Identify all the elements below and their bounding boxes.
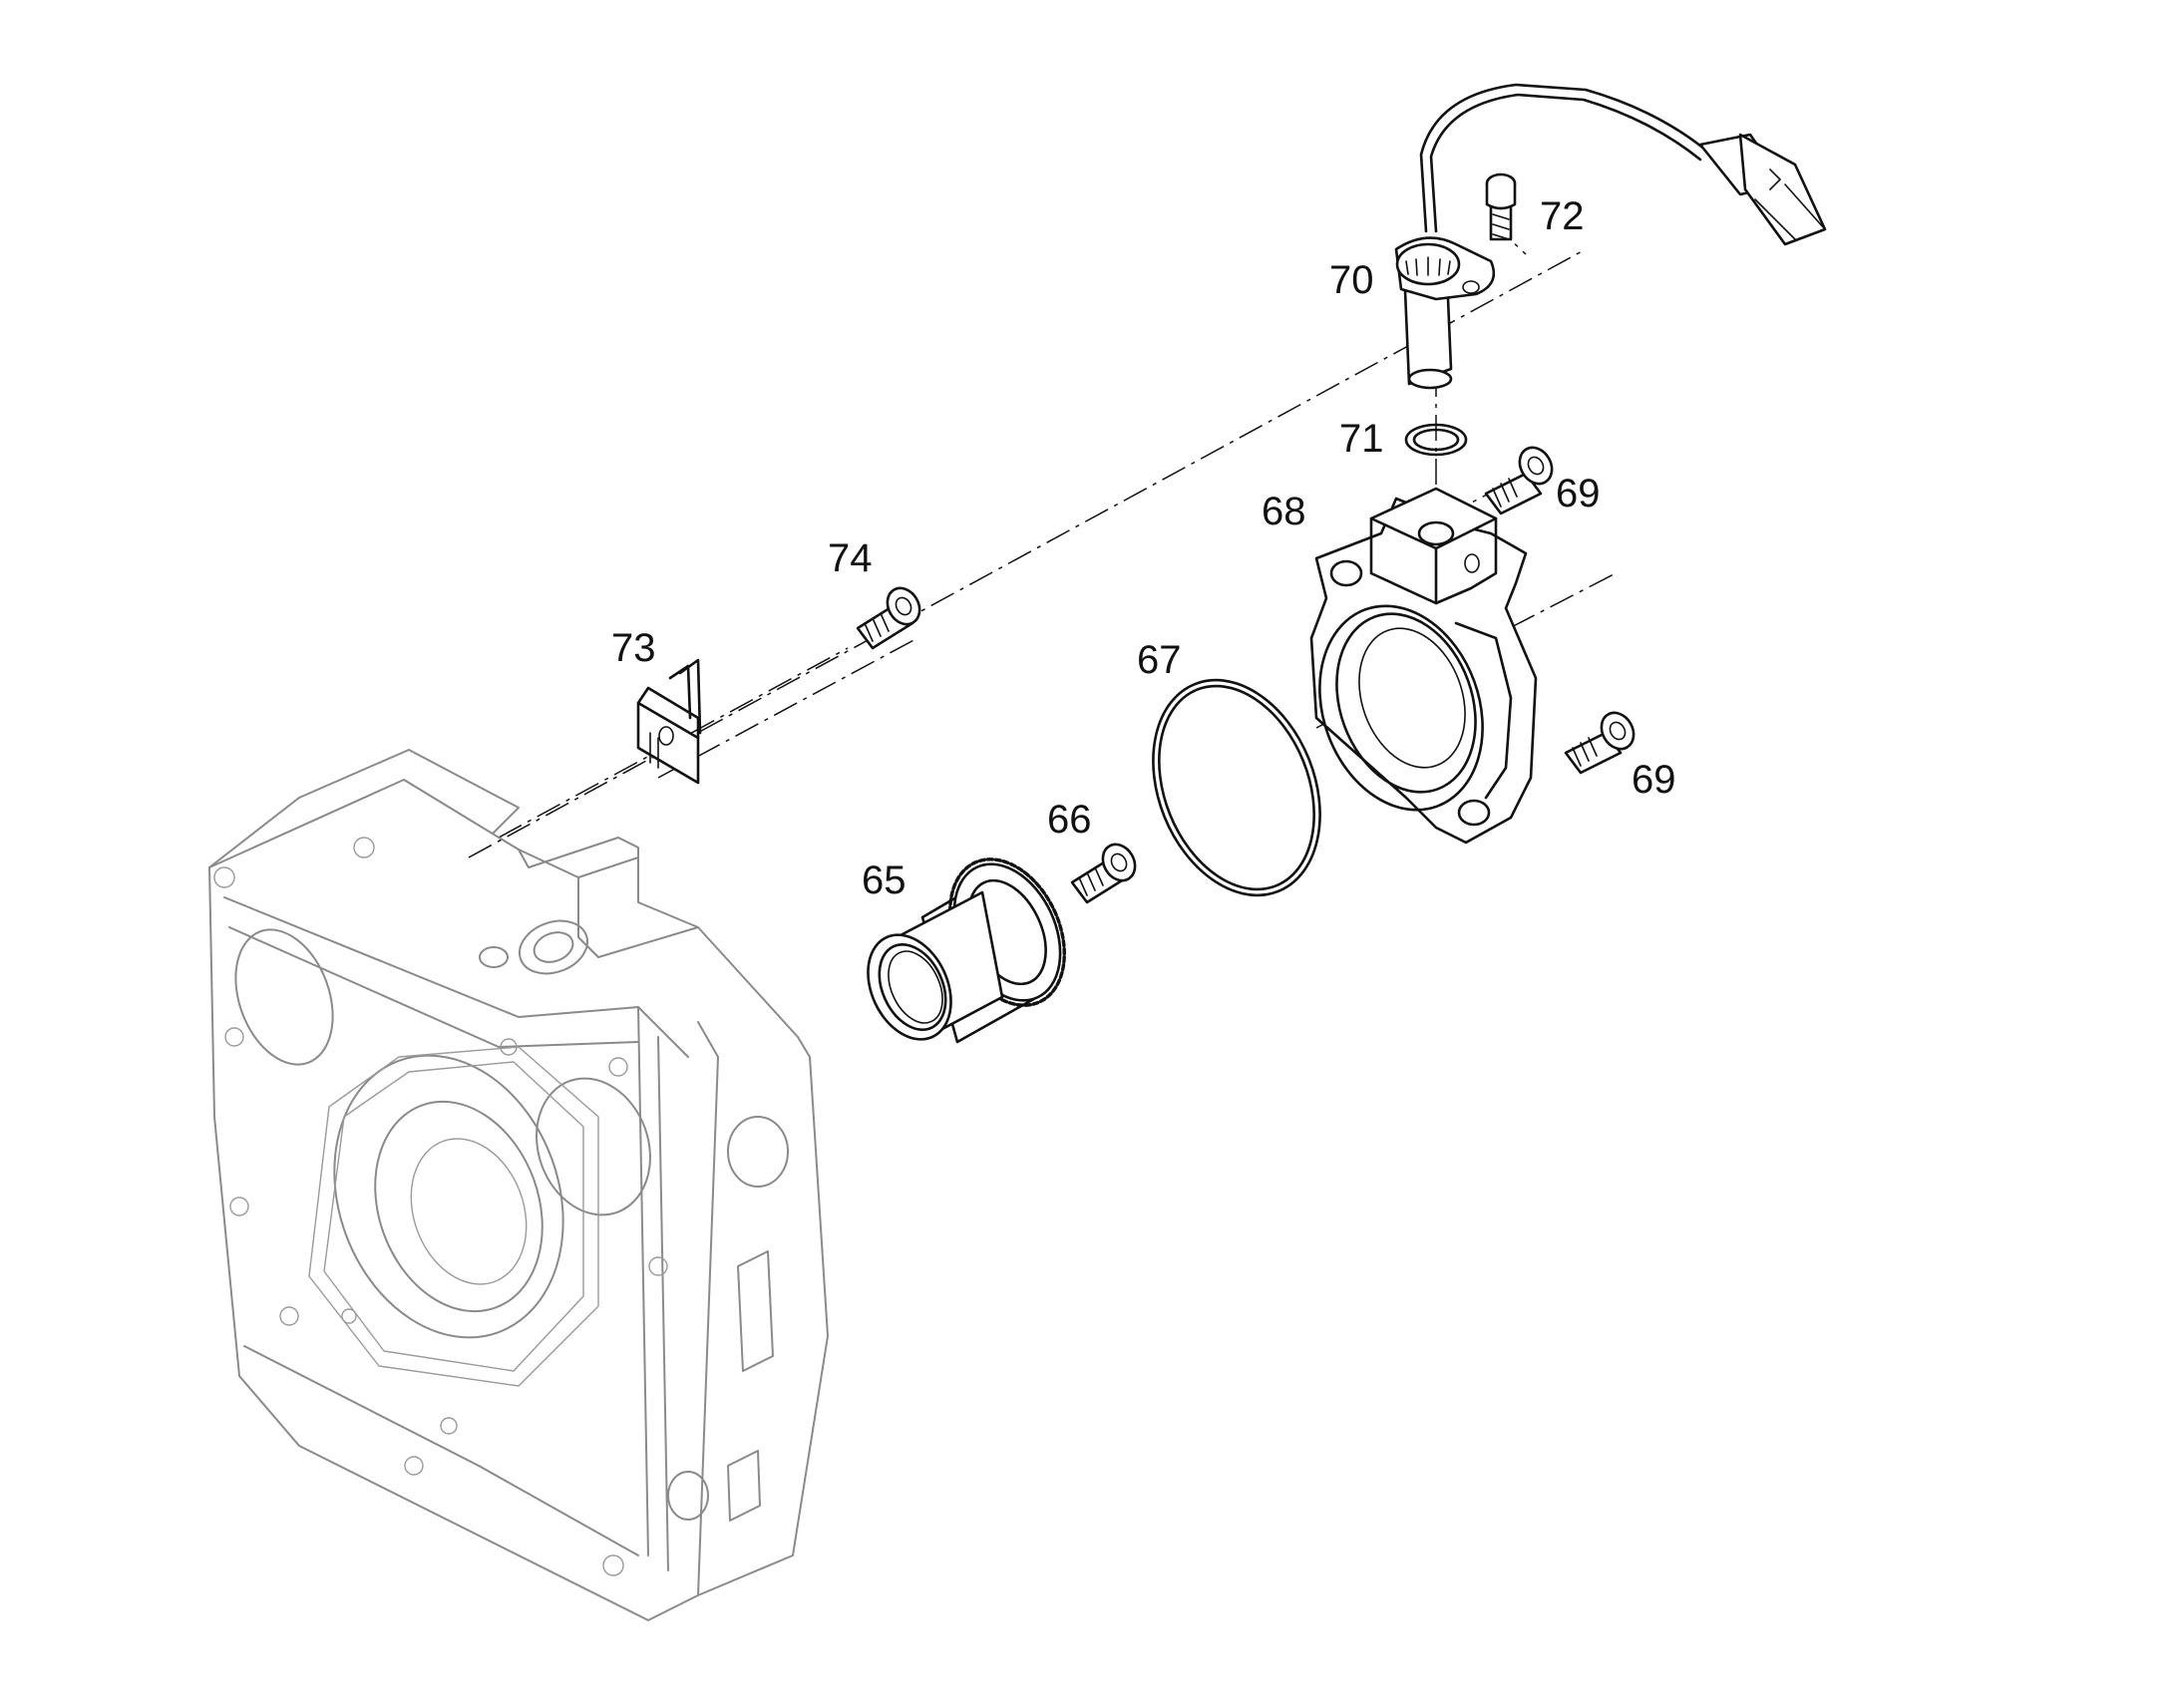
part-69-screw-lower [1564,711,1635,775]
part-labels: 65 66 67 68 69 69 70 71 72 73 74 [611,194,1676,902]
label-69-lower: 69 [1632,758,1676,802]
part-71-small-o-ring [1404,423,1468,457]
label-67: 67 [1137,638,1182,682]
part-68-sensor-flange [1309,487,1538,845]
part-69-screw-upper [1484,446,1554,515]
part-73-clip-bracket [636,658,702,785]
label-71: 71 [1339,417,1384,461]
part-70-speed-sensor [1394,83,1827,390]
label-68: 68 [1262,490,1306,533]
label-74: 74 [828,536,873,580]
label-70: 70 [1329,258,1374,302]
part-67-o-ring [1152,678,1321,897]
gearbox-housing [208,749,829,1621]
label-69-upper: 69 [1556,472,1601,515]
part-65-gear-sleeve [867,857,1066,1044]
label-65: 65 [862,858,907,902]
part-72-small-screw [1485,172,1517,241]
label-72: 72 [1540,194,1585,238]
part-66-screw [1070,843,1137,904]
label-66: 66 [1047,798,1092,842]
part-74-screw [856,586,921,650]
label-73: 73 [611,626,656,670]
